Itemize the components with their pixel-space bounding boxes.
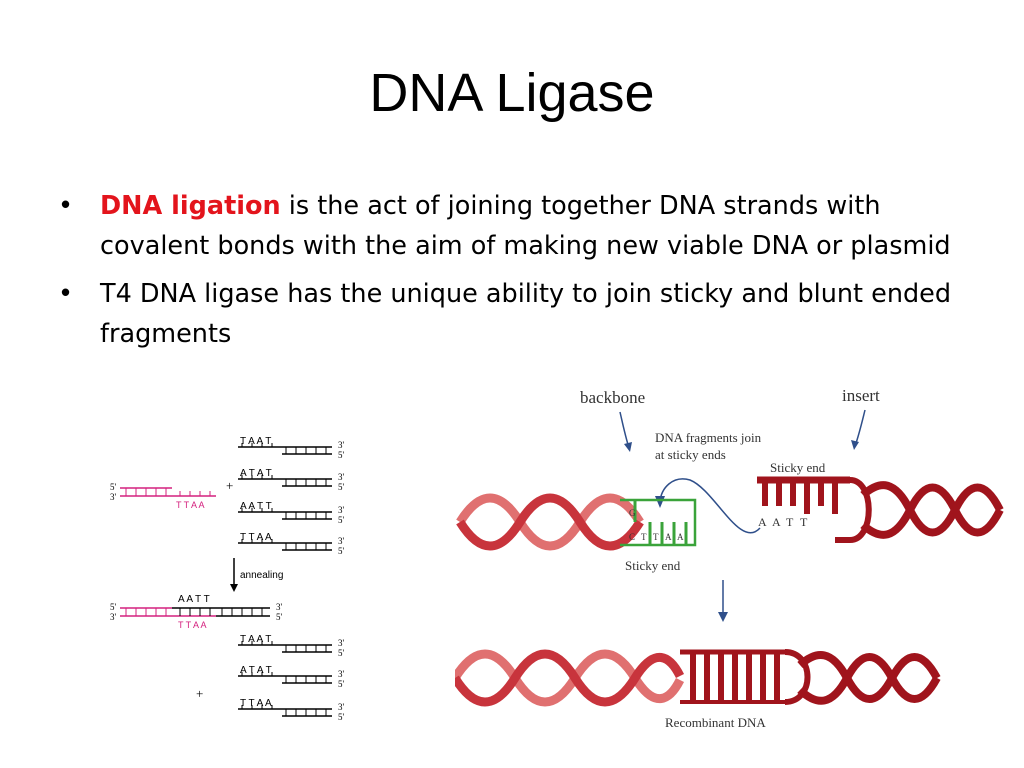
end-label: 5' <box>276 612 283 622</box>
down-arrow-icon <box>718 580 728 622</box>
end-label: 5' <box>338 450 345 460</box>
bullet-dot-icon: • <box>58 279 74 309</box>
end-label: 5' <box>110 482 117 492</box>
end-label: 3' <box>338 638 345 648</box>
plus-sign: + <box>196 686 203 701</box>
end-label: 3' <box>338 702 345 712</box>
end-label: 5' <box>110 602 117 612</box>
sticky-end-label: Sticky end <box>625 558 681 573</box>
base-label: T <box>653 532 659 542</box>
bottom-duplex-1: T A A T 3' 5' <box>238 634 345 658</box>
bullet-item-2: • T4 DNA ligase has the unique ability t… <box>58 274 958 354</box>
bottom-duplex-2: A T A T 3' 5' + <box>196 665 345 701</box>
sequence-label: T T A A <box>240 532 272 543</box>
base-label: C <box>629 532 635 542</box>
annealing-label: annealing <box>240 570 283 581</box>
base-label: A <box>665 532 672 542</box>
pink-fragment: 5' 3' T T A A + <box>110 478 233 510</box>
top-duplex-1: T A A T 3' 5' <box>238 436 345 460</box>
base-label: A <box>772 515 781 529</box>
end-label: 3' <box>338 536 345 546</box>
join-label-line2: at sticky ends <box>655 447 726 462</box>
top-duplex-3: A A T T 3' 5' <box>238 501 345 525</box>
green-sticky-end: G C T T A A <box>620 498 697 547</box>
sequence-label: T T A A <box>178 620 207 630</box>
sequence-label: T A A T <box>240 436 271 447</box>
backbone-arrow-icon <box>619 411 632 452</box>
bullet-text: is the act of joining together DNA stran… <box>100 191 951 261</box>
plus-sign: + <box>226 478 233 493</box>
sequence-label: A A T T <box>240 501 272 512</box>
end-label: 5' <box>338 679 345 689</box>
slide-title: DNA Ligase <box>369 63 655 123</box>
backbone-helix <box>456 493 644 551</box>
base-label: T <box>641 532 647 542</box>
base-label: A <box>677 532 684 542</box>
insert-arrow-icon <box>851 409 866 450</box>
sticky-end-label: Sticky end <box>770 460 826 475</box>
end-label: 5' <box>338 515 345 525</box>
end-label: 3' <box>110 612 117 622</box>
top-duplex-2: A T A T 3' 5' <box>238 468 345 492</box>
sequence-label: T T A A <box>176 500 205 510</box>
insert-fragment: A A T T <box>757 476 1004 543</box>
recombinant-product: Recombinant DNA <box>455 649 941 730</box>
recombinant-label: Recombinant DNA <box>665 715 766 730</box>
bullet-dot-icon: • <box>58 191 74 221</box>
join-label-line1: DNA fragments join <box>655 430 762 445</box>
sequence-label: T T A A <box>240 698 272 709</box>
sequence-label: A T A T <box>240 665 272 676</box>
base-label: T <box>786 515 794 529</box>
end-label: 5' <box>338 546 345 556</box>
base-label: A <box>758 515 767 529</box>
end-label: 3' <box>338 669 345 679</box>
end-label: 3' <box>338 505 345 515</box>
top-duplex-4: T T A A 3' 5' <box>238 532 345 556</box>
end-label: 5' <box>338 482 345 492</box>
recombinant-diagram: backbone insert DNA fragments join at st… <box>455 386 1004 730</box>
end-label: 5' <box>338 712 345 722</box>
backbone-label: backbone <box>580 388 645 407</box>
end-label: 3' <box>110 492 117 502</box>
base-label: G <box>629 508 636 518</box>
end-label: 3' <box>276 602 283 612</box>
insert-label: insert <box>842 386 880 405</box>
bullet-highlight: DNA ligation <box>100 191 281 221</box>
sequence-label: A T A T <box>240 468 272 479</box>
bottom-duplex-3: T T A A 3' 5' <box>238 698 345 722</box>
ligated-product: 5' 3' A A T T T T A A 3' 5' <box>110 594 283 630</box>
end-label: 3' <box>338 440 345 450</box>
bullet-text: T4 DNA ligase has the unique ability to … <box>100 279 952 349</box>
sequence-label: A A T T <box>178 594 210 605</box>
end-label: 3' <box>338 472 345 482</box>
annealing-arrow: annealing <box>230 558 283 592</box>
join-curve-arrow-icon <box>655 478 761 534</box>
annealing-diagram: T A A T 3' 5' A T A T 3' 5' A A T T 3' 5… <box>110 436 345 722</box>
bullet-list: • DNA ligation is the act of joining tog… <box>58 186 958 362</box>
bullet-item-1: • DNA ligation is the act of joining tog… <box>58 186 958 266</box>
sequence-label: T A A T <box>240 634 271 645</box>
end-label: 5' <box>338 648 345 658</box>
base-label: T <box>800 515 808 529</box>
